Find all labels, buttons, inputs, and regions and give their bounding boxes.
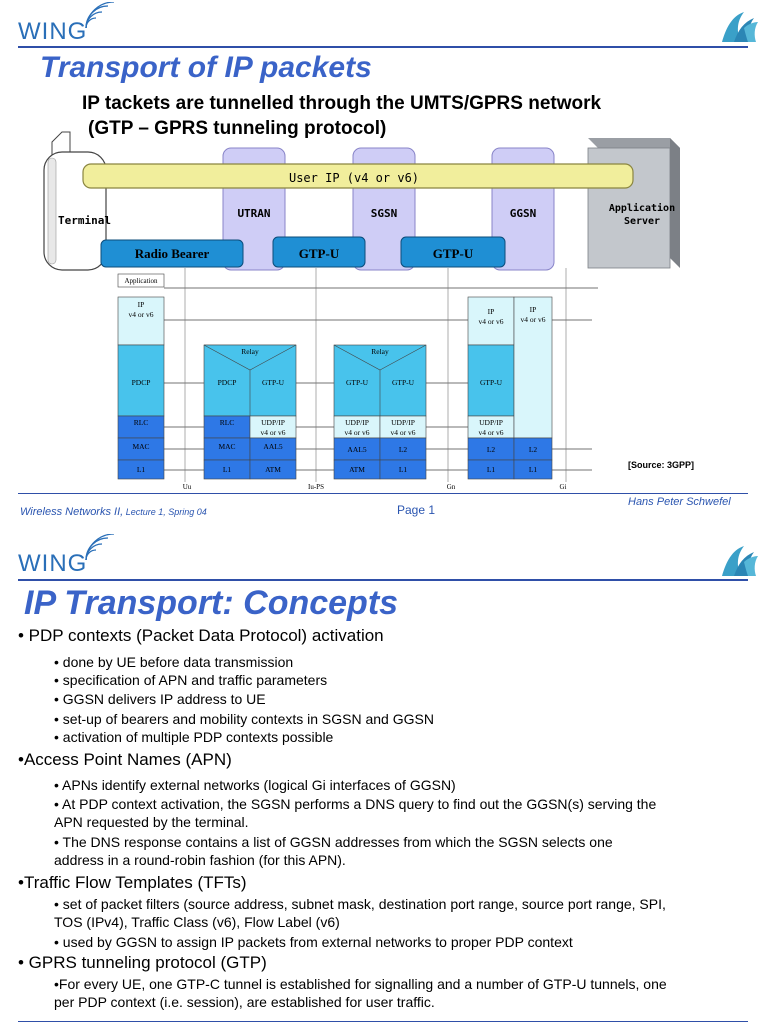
footer-author: Hans Peter Schwefel (628, 496, 731, 508)
section-tft-heading: •Traffic Flow Templates (TFTs) (18, 873, 247, 892)
iface-gn: Gn (447, 483, 456, 491)
ggsn-l2-right: L2 (529, 445, 538, 454)
terminal-pdcp: PDCP (132, 378, 151, 387)
utran-l1: L1 (223, 465, 232, 474)
iface-iups: Iu-PS (308, 483, 324, 491)
app-server-label-1: Application (609, 202, 675, 214)
application-server: Application Server (587, 138, 680, 269)
gtp-u-tunnel-2-label: GTP-U (433, 246, 474, 261)
pdp-item-4: • set-up of bearers and mobility context… (54, 711, 434, 727)
utran-rlc: RLC (220, 418, 235, 427)
utran-mac: MAC (218, 442, 235, 451)
sgsn-label: SGSN (371, 207, 398, 220)
pdp-item-3: • GGSN delivers IP address to UE (54, 691, 266, 707)
footer-page: Page 1 (397, 503, 436, 517)
footer-course-name: Wireless Networks II, (20, 506, 124, 518)
iface-uu: Uu (183, 483, 192, 491)
terminal-l1: L1 (137, 465, 146, 474)
footer-course-lecture: Lecture 1, Spring 04 (123, 507, 207, 517)
tft-item-1: • set of packet filters (source address,… (54, 896, 666, 930)
utran-label: UTRAN (237, 207, 270, 220)
ggsn-label: GGSN (510, 207, 537, 220)
ggsn-l1-right: L1 (529, 465, 538, 474)
section-gtp-heading: • GPRS tunneling protocol (GTP) (18, 953, 267, 972)
slide-2: WING IP Transport: Concepts • PDP contex… (0, 528, 768, 1024)
tft-item-2: • used by GGSN to assign IP packets from… (54, 934, 573, 950)
radio-bearer (100, 239, 244, 268)
slide-1: WING Transport of IP packets IP tackets … (18, 2, 758, 518)
user-ip-pipe (82, 163, 634, 189)
utran-pdcp: PDCP (218, 378, 237, 387)
sgsn-udpip-right-1: UDP/IP (391, 418, 415, 427)
terminal-rlc: RLC (134, 418, 149, 427)
slide-2-title: IP Transport: Concepts (24, 584, 399, 622)
sgsn-gtp-u-left: GTP-U (346, 378, 369, 387)
apn-item-3: • The DNS response contains a list of GG… (54, 834, 613, 868)
ggsn-gtp-u: GTP-U (480, 378, 503, 387)
sgsn-relay: Relay (371, 347, 389, 356)
sgsn-udpip-left-1: UDP/IP (345, 418, 369, 427)
section-apn-heading: •Access Point Names (APN) (18, 750, 232, 769)
sgsn-gtp-u-right: GTP-U (392, 378, 415, 387)
sgsn-aal5: AAL5 (347, 445, 366, 454)
sgsn-l2: L2 (399, 445, 408, 454)
header-rule (18, 46, 748, 48)
sgsn-atm: ATM (349, 465, 365, 474)
pdp-item-5: • activation of multiple PDP contexts po… (54, 729, 334, 745)
wave-logo-icon-2 (722, 546, 758, 576)
footer-course: Wireless Networks II, Lecture 1, Spring … (20, 506, 207, 518)
ggsn-udpip-2: v4 or v6 (479, 428, 504, 437)
wing-logo-2: WING (18, 550, 87, 578)
user-ip-label: User IP (v4 or v6) (289, 171, 419, 185)
ggsn-gi-ip-2: v4 or v6 (521, 315, 546, 324)
iface-gi: Gi (560, 483, 567, 491)
utran-relay: Relay (241, 347, 259, 356)
ggsn-udpip-1: UDP/IP (479, 418, 503, 427)
wing-logo-2-text: WING (18, 550, 88, 577)
ggsn-l2-left: L2 (487, 445, 496, 454)
ggsn-l1-left: L1 (487, 465, 496, 474)
wing-logo: WING (18, 18, 87, 46)
slide-title: Transport of IP packets (40, 51, 372, 84)
gtp-u-tunnel-1 (272, 236, 366, 268)
umts-diagram: Terminal UTRAN SGSN GGSN Application Ser… (43, 131, 694, 491)
utran-atm: ATM (265, 465, 281, 474)
wifi-arcs-icon-2 (85, 534, 115, 561)
ggsn-ip-2: v4 or v6 (479, 317, 504, 326)
utran-udpip-1: UDP/IP (261, 418, 285, 427)
wing-logo-text: WING (18, 18, 88, 45)
terminal-mac: MAC (132, 442, 149, 451)
stack-application: Application (124, 277, 158, 285)
footer-rule-2 (18, 1021, 748, 1022)
slide-subtitle-line2: (GTP – GPRS tunneling protocol) (88, 118, 387, 139)
sgsn-udpip-left-2: v4 or v6 (345, 428, 370, 437)
apn-item-2: • At PDP context activation, the SGSN pe… (54, 796, 657, 830)
terminal-ip-1: IP (138, 300, 145, 309)
gtp-u-tunnel-1-label: GTP-U (299, 246, 340, 261)
sgsn-l1: L1 (399, 465, 408, 474)
slide-subtitle-line1: IP tackets are tunnelled through the UMT… (82, 93, 602, 114)
terminal-label: Terminal (58, 214, 111, 227)
utran-aal5: AAL5 (263, 442, 282, 451)
gtp-item-1: •For every UE, one GTP-C tunnel is estab… (54, 976, 667, 1010)
apn-item-1: • APNs identify external networks (logic… (54, 777, 456, 793)
gtp-u-tunnel-2 (400, 236, 506, 268)
pdp-item-2: • specification of APN and traffic param… (54, 672, 328, 688)
footer-rule (18, 493, 748, 494)
ggsn-ip-1: IP (488, 307, 495, 316)
radio-bearer-label: Radio Bearer (135, 246, 210, 261)
pdp-item-1: • done by UE before data transmission (54, 654, 294, 670)
ggsn-gi-ip-1: IP (530, 305, 537, 314)
utran-gtp-u: GTP-U (262, 378, 285, 387)
app-server-label-2: Server (624, 216, 660, 227)
terminal-ip-2: v4 or v6 (129, 310, 154, 319)
section-pdp-heading: • PDP contexts (Packet Data Protocol) ac… (18, 626, 384, 645)
wave-logo-icon (722, 12, 758, 42)
protocol-stacks: Application IP v4 or v6 PDCP RLC MAC L1 … (117, 268, 598, 491)
wifi-arcs-icon (85, 2, 115, 29)
header-rule-2 (18, 579, 748, 581)
utran-udpip-2: v4 or v6 (261, 428, 286, 437)
sgsn-udpip-right-2: v4 or v6 (391, 428, 416, 437)
source-label: [Source: 3GPP] (628, 460, 694, 470)
